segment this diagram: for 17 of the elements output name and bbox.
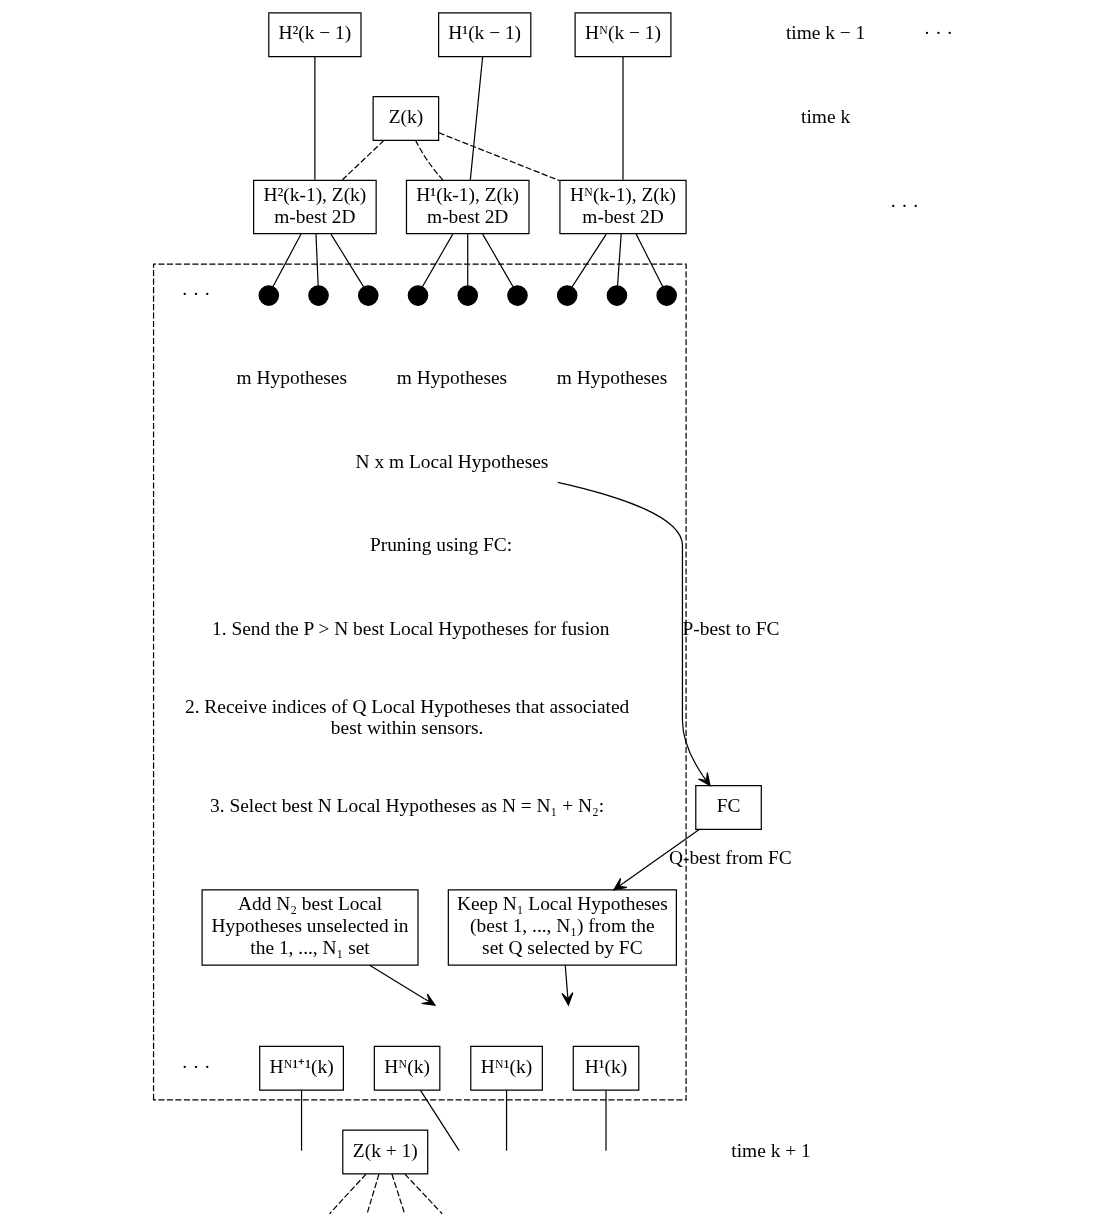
node-text: N x m Local Hypotheses [355,450,549,472]
label: m Hypotheses [236,366,348,388]
label: · · · [181,283,211,305]
label: time k [801,106,851,128]
label: m Hypotheses [396,366,508,388]
edge-label: P-best to FC [682,617,780,639]
label: · · · [923,22,953,44]
label: 2. Receive indices of Q Local Hypotheses that associated best within sensors. [184,695,630,739]
label: · · · [889,194,919,216]
label: Pruning using FC: [369,534,513,556]
label: m Hypotheses [556,366,668,388]
label: time k − 1 [785,22,866,44]
edge-label: Q-best from FC [668,847,792,869]
label: time k + 1 [731,1139,811,1161]
label: 1. Send the P > N best Local Hypotheses for fusion [212,617,610,639]
label: 3. Select best N Local Hypotheses as N = N₁ + N₂: [210,795,605,817]
label: · · · [181,1055,211,1077]
